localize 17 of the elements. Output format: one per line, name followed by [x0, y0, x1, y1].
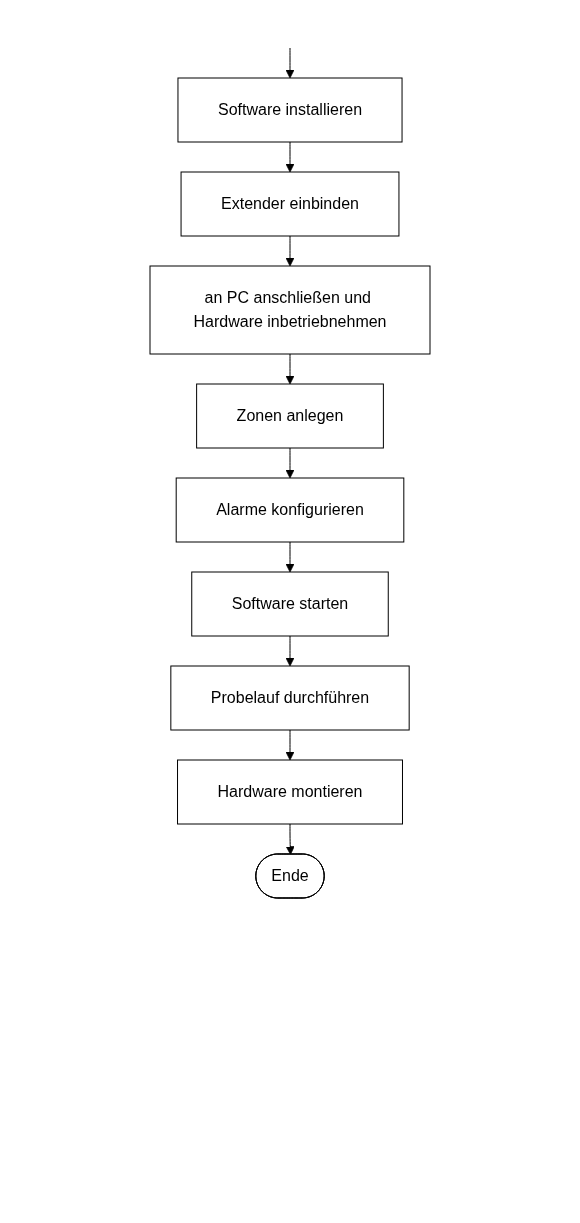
arrow	[285, 235, 295, 267]
node-box: Extender einbinden	[180, 171, 400, 237]
arrow	[285, 141, 295, 173]
arrow	[285, 729, 295, 761]
node-box: Software starten	[191, 571, 389, 637]
arrow	[285, 541, 295, 573]
arrow	[285, 447, 295, 479]
node-box: Hardware montieren	[177, 759, 403, 825]
arrow	[285, 47, 295, 79]
arrow	[285, 635, 295, 667]
node-box: an PC anschließen und Hardware inbetriebnehmen	[149, 265, 431, 355]
arrow	[285, 823, 295, 855]
node-box: Software installieren	[177, 77, 403, 143]
node-box: Zonen anlegen	[196, 383, 384, 449]
arrow	[285, 353, 295, 385]
node-box: Probelauf durchführen	[170, 665, 410, 731]
node-box: Alarme konfigurieren	[175, 477, 405, 543]
